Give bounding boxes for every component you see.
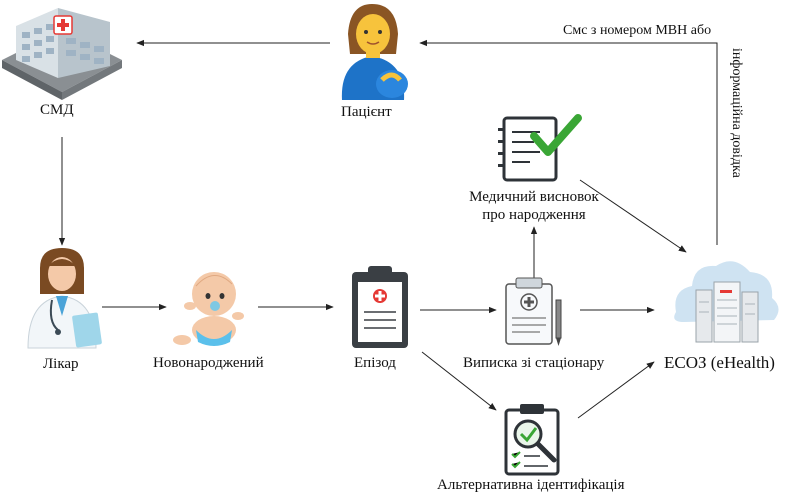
arrow-conclusion-to-ecoz	[579, 179, 687, 253]
arrow-ecoz-to-patient	[419, 39, 718, 245]
arrow-altid-to-ecoz	[577, 361, 655, 419]
medical-document-pen-icon	[505, 277, 562, 346]
edge-label-sms: Смс з номером МВН або	[563, 23, 712, 38]
node-label-patient: Пацієнт	[341, 104, 392, 120]
node-label-doctor: Лікар	[43, 356, 79, 372]
cloud-server-icon	[674, 261, 779, 343]
pregnant-woman-icon	[341, 4, 408, 100]
baby-icon	[173, 272, 244, 346]
clipboard-search-icon	[504, 404, 560, 476]
node-label-ecoz: ЕСОЗ (eHealth)	[664, 353, 775, 372]
checklist-document-icon	[498, 114, 582, 182]
node-label-alt-id: Альтернативна ідентифікація	[437, 477, 625, 493]
node-label-smd: СМД	[40, 102, 74, 118]
node-label-conclusion: Медичний висновок про народження	[462, 188, 606, 224]
hospital-building-icon	[2, 8, 122, 100]
node-label-episode: Епізод	[354, 355, 396, 371]
node-label-newborn: Новонароджений	[153, 355, 264, 371]
arrow-episode-to-altid	[421, 351, 497, 411]
conclusion-line2: про народження	[482, 207, 586, 223]
clipboard-medical-icon	[352, 266, 408, 348]
arrows	[58, 39, 718, 419]
conclusion-line1: Медичний висновок	[469, 189, 599, 205]
edge-label-info: інформаційна довідка	[729, 48, 744, 178]
node-label-discharge: Виписка зі стаціонару	[463, 355, 605, 371]
female-doctor-icon	[27, 248, 102, 349]
